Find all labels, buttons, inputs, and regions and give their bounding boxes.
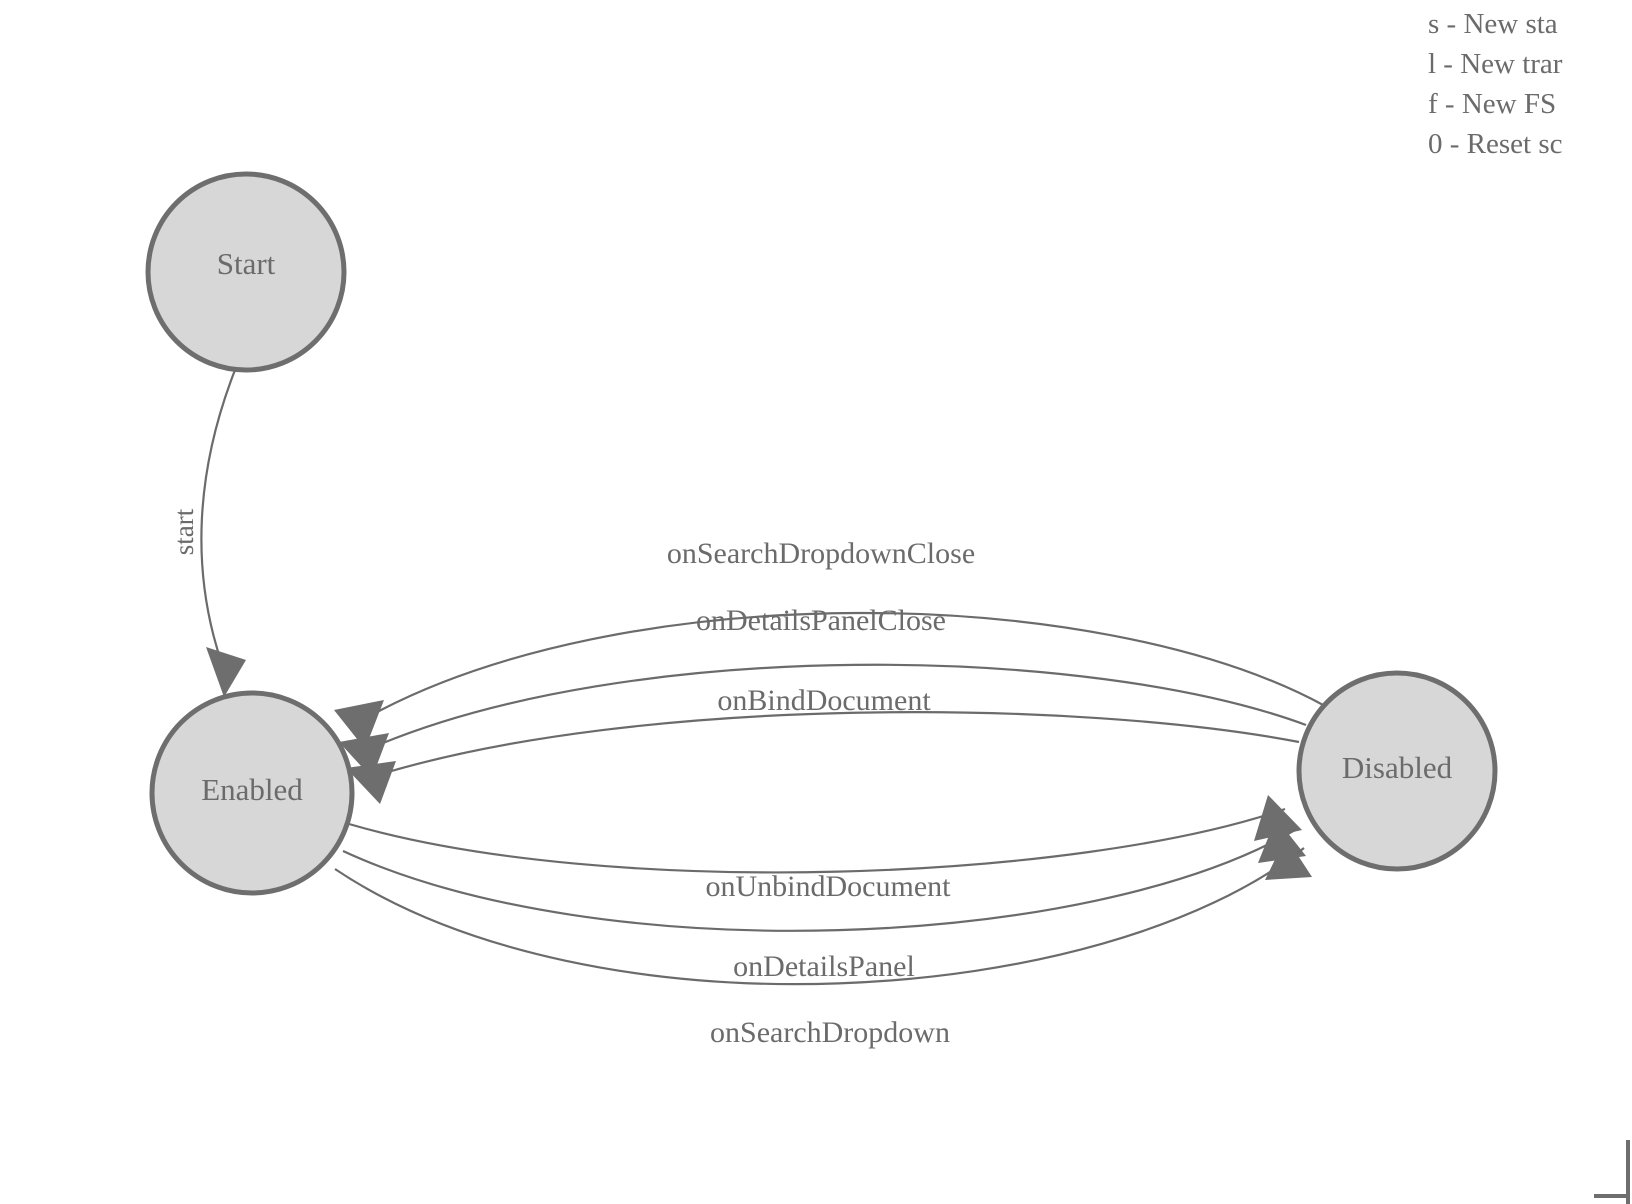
state-node-enabled[interactable]: Enabled xyxy=(149,690,355,896)
state-node-disabled-label: Disabled xyxy=(1342,750,1453,785)
transition-on-bind-document-arrowhead xyxy=(346,761,396,804)
transition-on-search-dropdown-close-label: onSearchDropdownClose xyxy=(667,537,975,570)
transition-on-search-dropdown-arrowhead xyxy=(1265,837,1312,880)
transition-on-search-dropdown-close-line xyxy=(365,611,1326,719)
transition-on-details-panel[interactable]: onDetailsPanel xyxy=(342,818,1306,983)
legend-item-new-transition: l - New trar xyxy=(1428,48,1563,80)
transition-on-search-dropdown-label: onSearchDropdown xyxy=(710,1016,950,1049)
transition-on-unbind-document-arrowhead xyxy=(1254,795,1302,841)
transition-on-search-dropdown-close-arrowhead xyxy=(334,700,384,749)
transition-on-details-panel-close-line xyxy=(370,663,1307,750)
transition-on-search-dropdown-close[interactable]: onSearchDropdownClose xyxy=(334,537,1326,749)
transition-on-details-panel-close-label: onDetailsPanelClose xyxy=(696,604,946,637)
state-node-start[interactable]: Start xyxy=(145,171,347,373)
transition-on-unbind-document-label: onUnbindDocument xyxy=(706,870,952,903)
transition-on-details-panel-line xyxy=(342,829,1296,932)
transition-on-unbind-document[interactable]: onUnbindDocument xyxy=(348,795,1302,903)
state-node-start-circle xyxy=(145,171,347,373)
transition-on-search-dropdown[interactable]: onSearchDropdown xyxy=(334,837,1312,1049)
transition-on-details-panel-close-arrowhead xyxy=(339,733,389,778)
transition-start[interactable]: start xyxy=(169,369,246,697)
transition-on-bind-document-label: onBindDocument xyxy=(717,684,931,717)
state-node-disabled[interactable]: Disabled xyxy=(1296,670,1498,872)
transition-start-line xyxy=(200,369,237,665)
transition-on-details-panel-close[interactable]: onDetailsPanelClose xyxy=(339,604,1307,778)
state-node-enabled-label: Enabled xyxy=(201,772,303,807)
transition-on-bind-document[interactable]: onBindDocument xyxy=(346,684,1300,804)
legend-item-new-state: s - New sta xyxy=(1428,8,1558,40)
transition-on-details-panel-label: onDetailsPanel xyxy=(733,950,915,983)
state-node-disabled-circle xyxy=(1296,670,1498,872)
state-node-start-label: Start xyxy=(217,246,276,281)
transition-on-search-dropdown-line xyxy=(334,847,1305,986)
transition-on-unbind-document-line xyxy=(348,807,1286,874)
transition-start-label: start xyxy=(169,508,199,555)
state-node-enabled-circle xyxy=(149,690,355,896)
legend-panel: s - New sta l - New trar f - New FS 0 - … xyxy=(1422,0,1632,164)
legend-item-reset: 0 - Reset sc xyxy=(1428,128,1563,160)
transition-start-arrowhead xyxy=(206,647,246,697)
legend-item-new-fsm: f - New FS xyxy=(1428,88,1557,120)
transition-on-bind-document-line xyxy=(377,711,1300,777)
